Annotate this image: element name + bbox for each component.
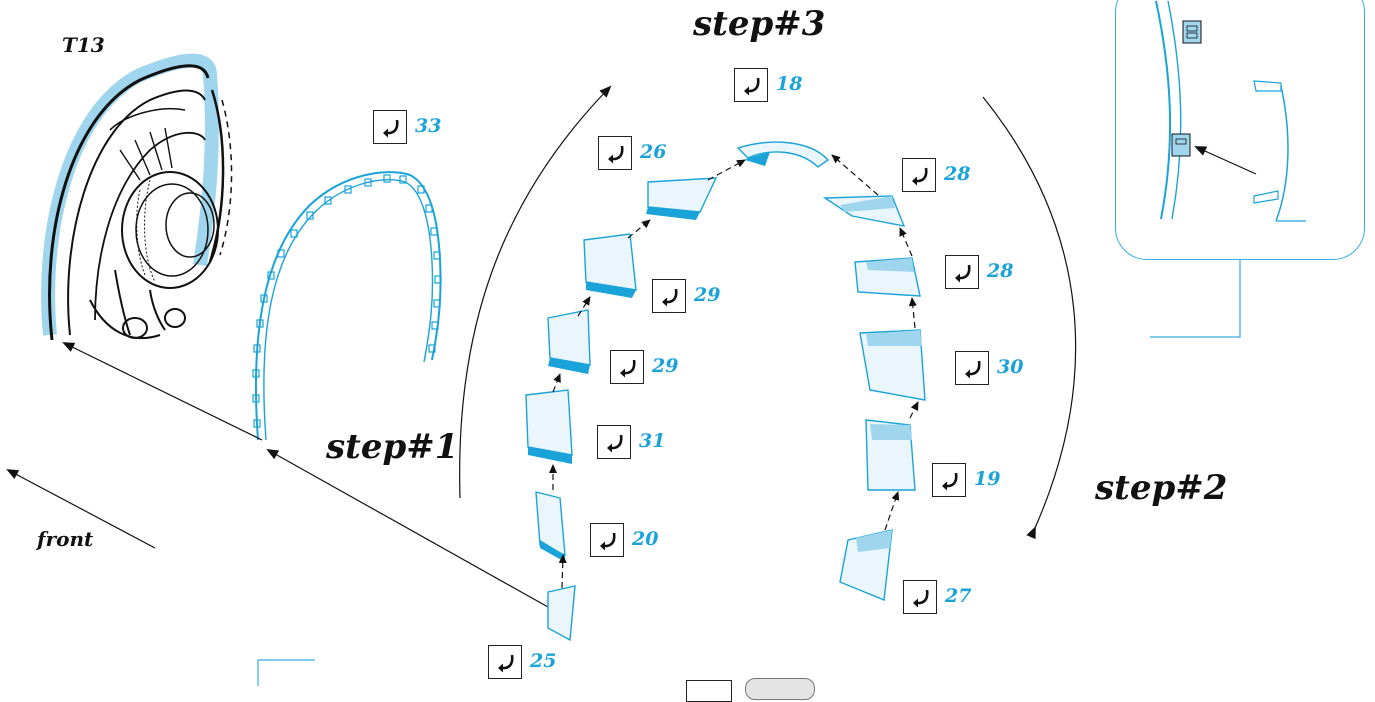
callout-box (590, 523, 624, 557)
step3-title: step#3 (693, 4, 826, 44)
fold-arrow-icon (620, 359, 636, 378)
left-panels (525, 141, 830, 642)
part-number-label: 29 (694, 284, 721, 306)
assembly-connectors (549, 154, 919, 589)
fold-arrow-icon (662, 288, 678, 307)
callout-box (902, 158, 936, 192)
inset-leader (257, 260, 1241, 686)
fold-arrow-icon (942, 472, 958, 491)
fold-arrow-icon (912, 167, 928, 186)
part-number-label: 29 (652, 355, 679, 377)
part-number-label: 28 (944, 163, 971, 185)
callout-box (373, 110, 407, 144)
part-number-label: 19 (974, 468, 1001, 490)
part-number-label: 31 (639, 430, 666, 452)
part-number-label: 27 (945, 585, 972, 607)
callout-box (597, 425, 631, 459)
callout-box (932, 463, 966, 497)
fold-arrow-icon (498, 654, 514, 673)
fold-arrow-icon (607, 434, 623, 453)
fold-arrow-icon (913, 589, 929, 608)
part-label-t13: T13 (62, 33, 105, 57)
engine-assembly (41, 53, 233, 341)
callout-box (945, 255, 979, 289)
callout-box (955, 351, 989, 385)
step1-title: step#1 (326, 427, 459, 467)
part-number-label: 25 (530, 650, 557, 672)
part-number-label: 30 (997, 356, 1024, 378)
fold-arrow-icon (955, 264, 971, 283)
fold-arrow-icon (383, 119, 399, 138)
callout-box (610, 350, 644, 384)
partial-button (745, 678, 815, 700)
step1-leaders (6, 342, 549, 608)
callout-box (488, 645, 522, 679)
callout-box (652, 279, 686, 313)
part-number-label: 26 (640, 141, 667, 163)
fold-arrow-icon (608, 145, 624, 164)
front-direction-label: front (37, 527, 94, 551)
step2-title: step#2 (1095, 468, 1228, 508)
assembly-diagram (6, 53, 1241, 686)
fold-arrow-icon (744, 77, 760, 96)
detail-inset (1115, 0, 1365, 260)
partial-box (686, 680, 732, 702)
right-panels (822, 195, 926, 601)
frame-part-33 (252, 171, 442, 441)
part-number-label: 20 (632, 528, 659, 550)
part-number-label: 18 (776, 73, 803, 95)
fold-arrow-icon (965, 360, 981, 379)
callout-box (903, 580, 937, 614)
fold-arrow-icon (600, 532, 616, 551)
part-number-label: 28 (987, 260, 1014, 282)
step3-curved-arrows (459, 85, 1077, 540)
part-number-label: 33 (415, 115, 442, 137)
callout-box (734, 68, 768, 102)
callout-box (598, 136, 632, 170)
